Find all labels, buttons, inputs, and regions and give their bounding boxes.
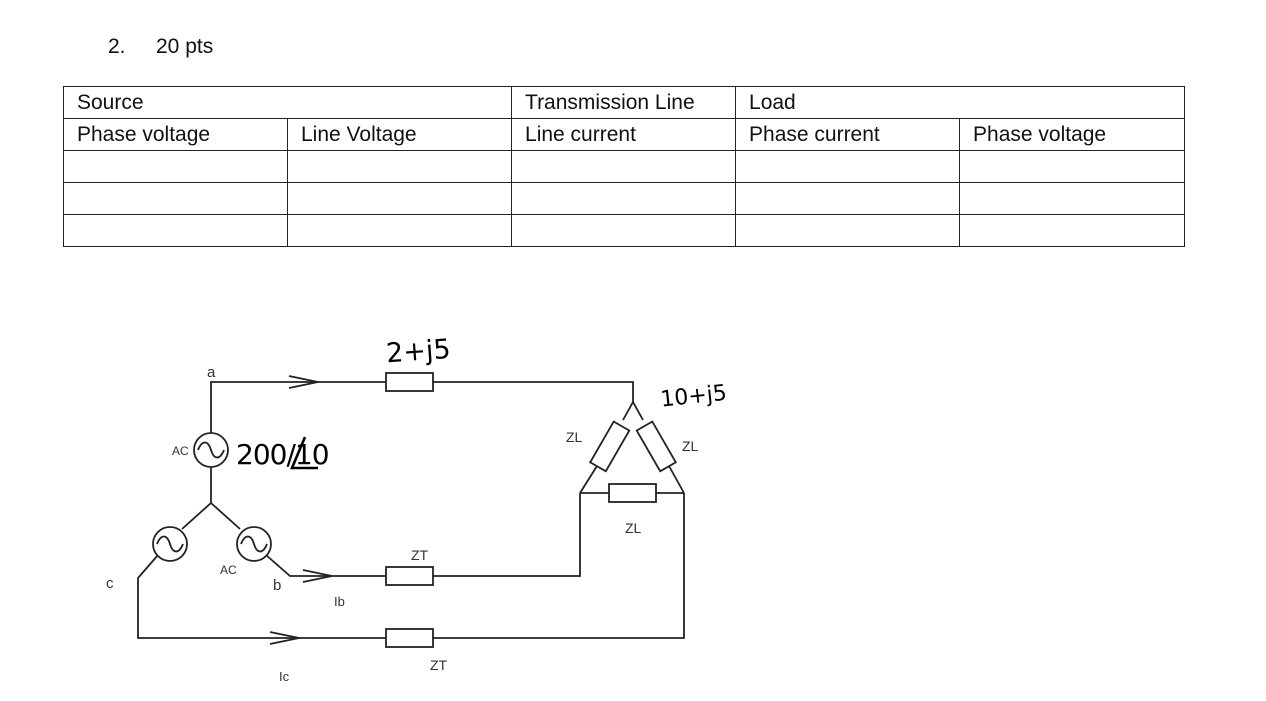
load-impedance-bottom bbox=[608, 483, 657, 503]
answer-table: Source Transmission Line Load Phase volt… bbox=[62, 86, 1186, 247]
wire-neutral-b bbox=[210, 502, 241, 530]
table-row bbox=[63, 214, 1186, 247]
answer-cell[interactable] bbox=[735, 150, 961, 183]
answer-cell[interactable] bbox=[511, 214, 737, 247]
load-impedance-right bbox=[635, 420, 678, 473]
ac-source-b bbox=[236, 526, 272, 562]
wire-phase-c bbox=[137, 493, 685, 639]
table-row bbox=[63, 182, 1186, 215]
arrow-phase-c bbox=[269, 631, 300, 645]
answer-cell[interactable] bbox=[286, 214, 513, 247]
ac-source-c bbox=[152, 526, 188, 562]
node-label-c: c bbox=[106, 575, 114, 592]
answer-cell[interactable] bbox=[286, 150, 513, 183]
column-header-row: Phase voltage Line Voltage Line current … bbox=[63, 118, 1186, 151]
answer-cell[interactable] bbox=[63, 214, 288, 247]
node-label-a: a bbox=[207, 364, 216, 381]
line-impedance-a bbox=[385, 372, 434, 392]
load-impedance-label-right: ZL bbox=[682, 438, 699, 454]
answer-cell[interactable] bbox=[735, 214, 961, 247]
answer-cell[interactable] bbox=[959, 150, 1186, 183]
delta-right-wire-bottom bbox=[668, 465, 685, 494]
delta-left-wire-top bbox=[622, 401, 634, 421]
delta-left-wire-bottom bbox=[579, 465, 598, 494]
answer-cell[interactable] bbox=[286, 182, 513, 215]
handwritten-load-impedance: 10+j5 bbox=[659, 381, 728, 413]
column-header-line-voltage: Line Voltage bbox=[286, 118, 513, 151]
wire-phase-a bbox=[210, 381, 634, 433]
handwritten-source-voltage: 200/10 bbox=[236, 438, 329, 471]
line-impedance-b bbox=[385, 566, 434, 586]
wire-phase-b bbox=[265, 493, 581, 577]
node-label-b: b bbox=[273, 577, 281, 594]
source-label-a: AC bbox=[172, 444, 189, 458]
delta-right-wire-top bbox=[632, 401, 644, 421]
answer-cell[interactable] bbox=[959, 182, 1186, 215]
arrow-phase-b bbox=[302, 569, 333, 583]
column-header-phase-current: Phase current bbox=[735, 118, 961, 151]
answer-cell[interactable] bbox=[511, 150, 737, 183]
question-points: 20 pts bbox=[156, 35, 214, 58]
load-impedance-label-bottom: ZL bbox=[625, 520, 642, 536]
question-header: 2. 20 pts bbox=[108, 35, 213, 59]
current-label-ib: Ib bbox=[334, 594, 345, 609]
ac-source-a bbox=[193, 432, 229, 468]
table-row bbox=[63, 150, 1186, 183]
load-impedance-left bbox=[588, 420, 631, 473]
column-header-source-phase-voltage: Phase voltage bbox=[63, 118, 288, 151]
question-number: 2. bbox=[108, 35, 126, 58]
current-label-ic: Ic bbox=[279, 669, 290, 684]
column-header-load-phase-voltage: Phase voltage bbox=[959, 118, 1186, 151]
load-impedance-label-left: ZL bbox=[566, 429, 583, 445]
line-impedance-label-b: ZT bbox=[411, 547, 429, 563]
answer-cell[interactable] bbox=[511, 182, 737, 215]
answer-cell[interactable] bbox=[959, 214, 1186, 247]
arrow-phase-a bbox=[288, 375, 319, 389]
line-impedance-label-c: ZT bbox=[430, 657, 448, 673]
angle-symbol bbox=[290, 436, 318, 470]
source-label-b: AC bbox=[220, 563, 237, 577]
group-header-row: Source Transmission Line Load bbox=[62, 86, 1186, 119]
answer-cell[interactable] bbox=[63, 182, 288, 215]
handwritten-line-impedance-a: 2+j5 bbox=[385, 334, 451, 369]
column-header-line-current: Line current bbox=[511, 118, 737, 151]
line-impedance-c bbox=[385, 628, 434, 648]
wire-neutral-c bbox=[181, 502, 212, 530]
